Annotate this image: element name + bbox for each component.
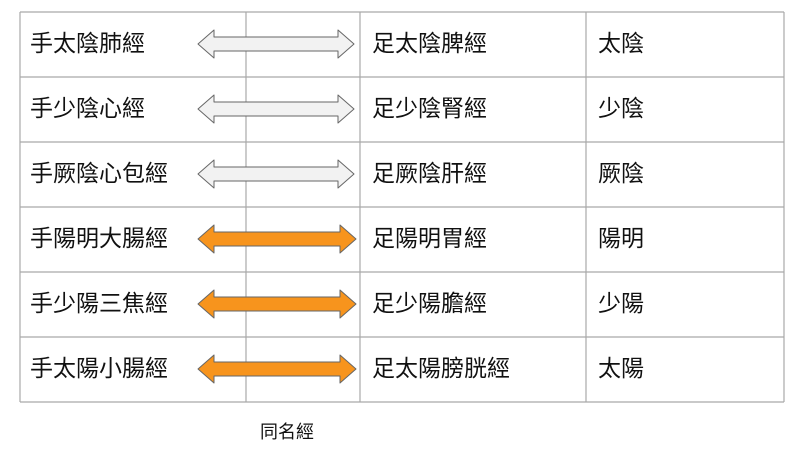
double-arrow-icon [197,94,355,124]
hand-meridian-cell: 手太陽小腸經 [30,356,168,382]
double-arrow-icon [197,29,355,59]
hand-meridian-cell: 手陽明大腸經 [30,226,168,252]
double-arrow-icon [197,224,357,254]
hand-meridian-cell: 手太陰肺經 [30,31,145,57]
hand-meridian-cell: 手厥陰心包經 [30,161,168,187]
foot-meridian-cell: 足陽明胃經 [372,226,487,252]
channel-name-cell: 少陽 [598,291,644,317]
foot-meridian-cell: 足少陰腎經 [372,96,487,122]
channel-name-cell: 陽明 [598,226,644,252]
hand-meridian-cell: 手少陽三焦經 [30,291,168,317]
double-arrow-icon [197,354,357,384]
channel-name-cell: 太陰 [598,31,644,57]
double-arrow-icon [197,289,357,319]
foot-meridian-cell: 足少陽膽經 [372,291,487,317]
double-arrow-icon [197,159,355,189]
caption: 同名經 [260,422,314,443]
channel-name-cell: 太陽 [598,356,644,382]
foot-meridian-cell: 足太陰脾經 [372,31,487,57]
foot-meridian-cell: 足太陽膀胱經 [372,356,510,382]
channel-name-cell: 厥陰 [598,161,644,187]
hand-meridian-cell: 手少陰心經 [30,96,145,122]
channel-name-cell: 少陰 [598,96,644,122]
foot-meridian-cell: 足厥陰肝經 [372,161,487,187]
